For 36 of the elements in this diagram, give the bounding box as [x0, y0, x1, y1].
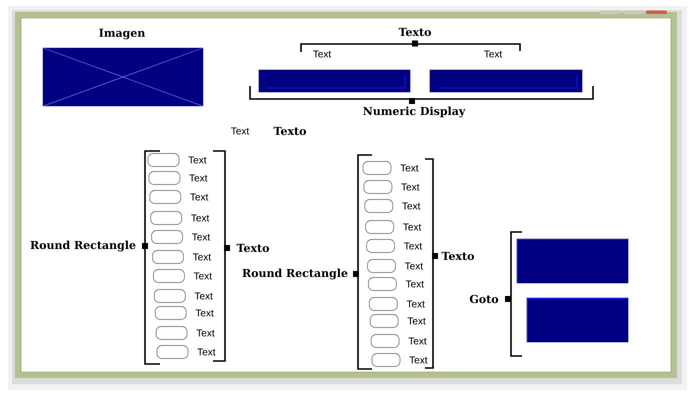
text-label: Text: [197, 348, 216, 356]
text-label: Text: [404, 262, 423, 270]
text-label: Text: [231, 128, 250, 134]
annotation-label: Texto: [236, 244, 269, 252]
text-label: Text: [194, 292, 213, 300]
text-label: Text: [408, 318, 426, 324]
annotation-label: Texto: [274, 126, 306, 136]
text-label: Text: [191, 214, 210, 222]
annotation-label: Texto: [442, 252, 474, 260]
text-label: Text: [402, 202, 420, 210]
text-label: Text: [403, 224, 422, 230]
text-label: Text: [406, 300, 425, 308]
text-label: Text: [406, 280, 424, 288]
annotation-label: Numeric Display: [363, 106, 466, 118]
text-label: Text: [190, 194, 208, 200]
filled-box: [516, 238, 628, 284]
text-label: Text: [192, 234, 210, 240]
annotation-label: Goto: [470, 294, 498, 304]
text-label: Text: [189, 174, 208, 182]
filled-box: [526, 298, 628, 342]
heading: Imagen: [99, 28, 146, 40]
text-label: Text: [484, 50, 502, 58]
text-label: Text: [409, 356, 428, 364]
annotation-label: Round Rectangle: [30, 240, 136, 252]
annotation-label: Texto: [398, 28, 431, 36]
text-label: Text: [404, 242, 422, 250]
annotation-label: Round Rectangle: [242, 268, 348, 280]
text-label: Text: [401, 184, 420, 190]
text-label: Text: [400, 164, 418, 172]
text-label: Text: [188, 156, 206, 164]
text-label: Text: [313, 50, 332, 58]
text-label: Text: [196, 330, 215, 336]
text-label: Text: [196, 310, 214, 316]
text-label: Text: [194, 272, 212, 280]
text-label: Text: [192, 254, 211, 260]
text-label: Text: [408, 338, 427, 344]
